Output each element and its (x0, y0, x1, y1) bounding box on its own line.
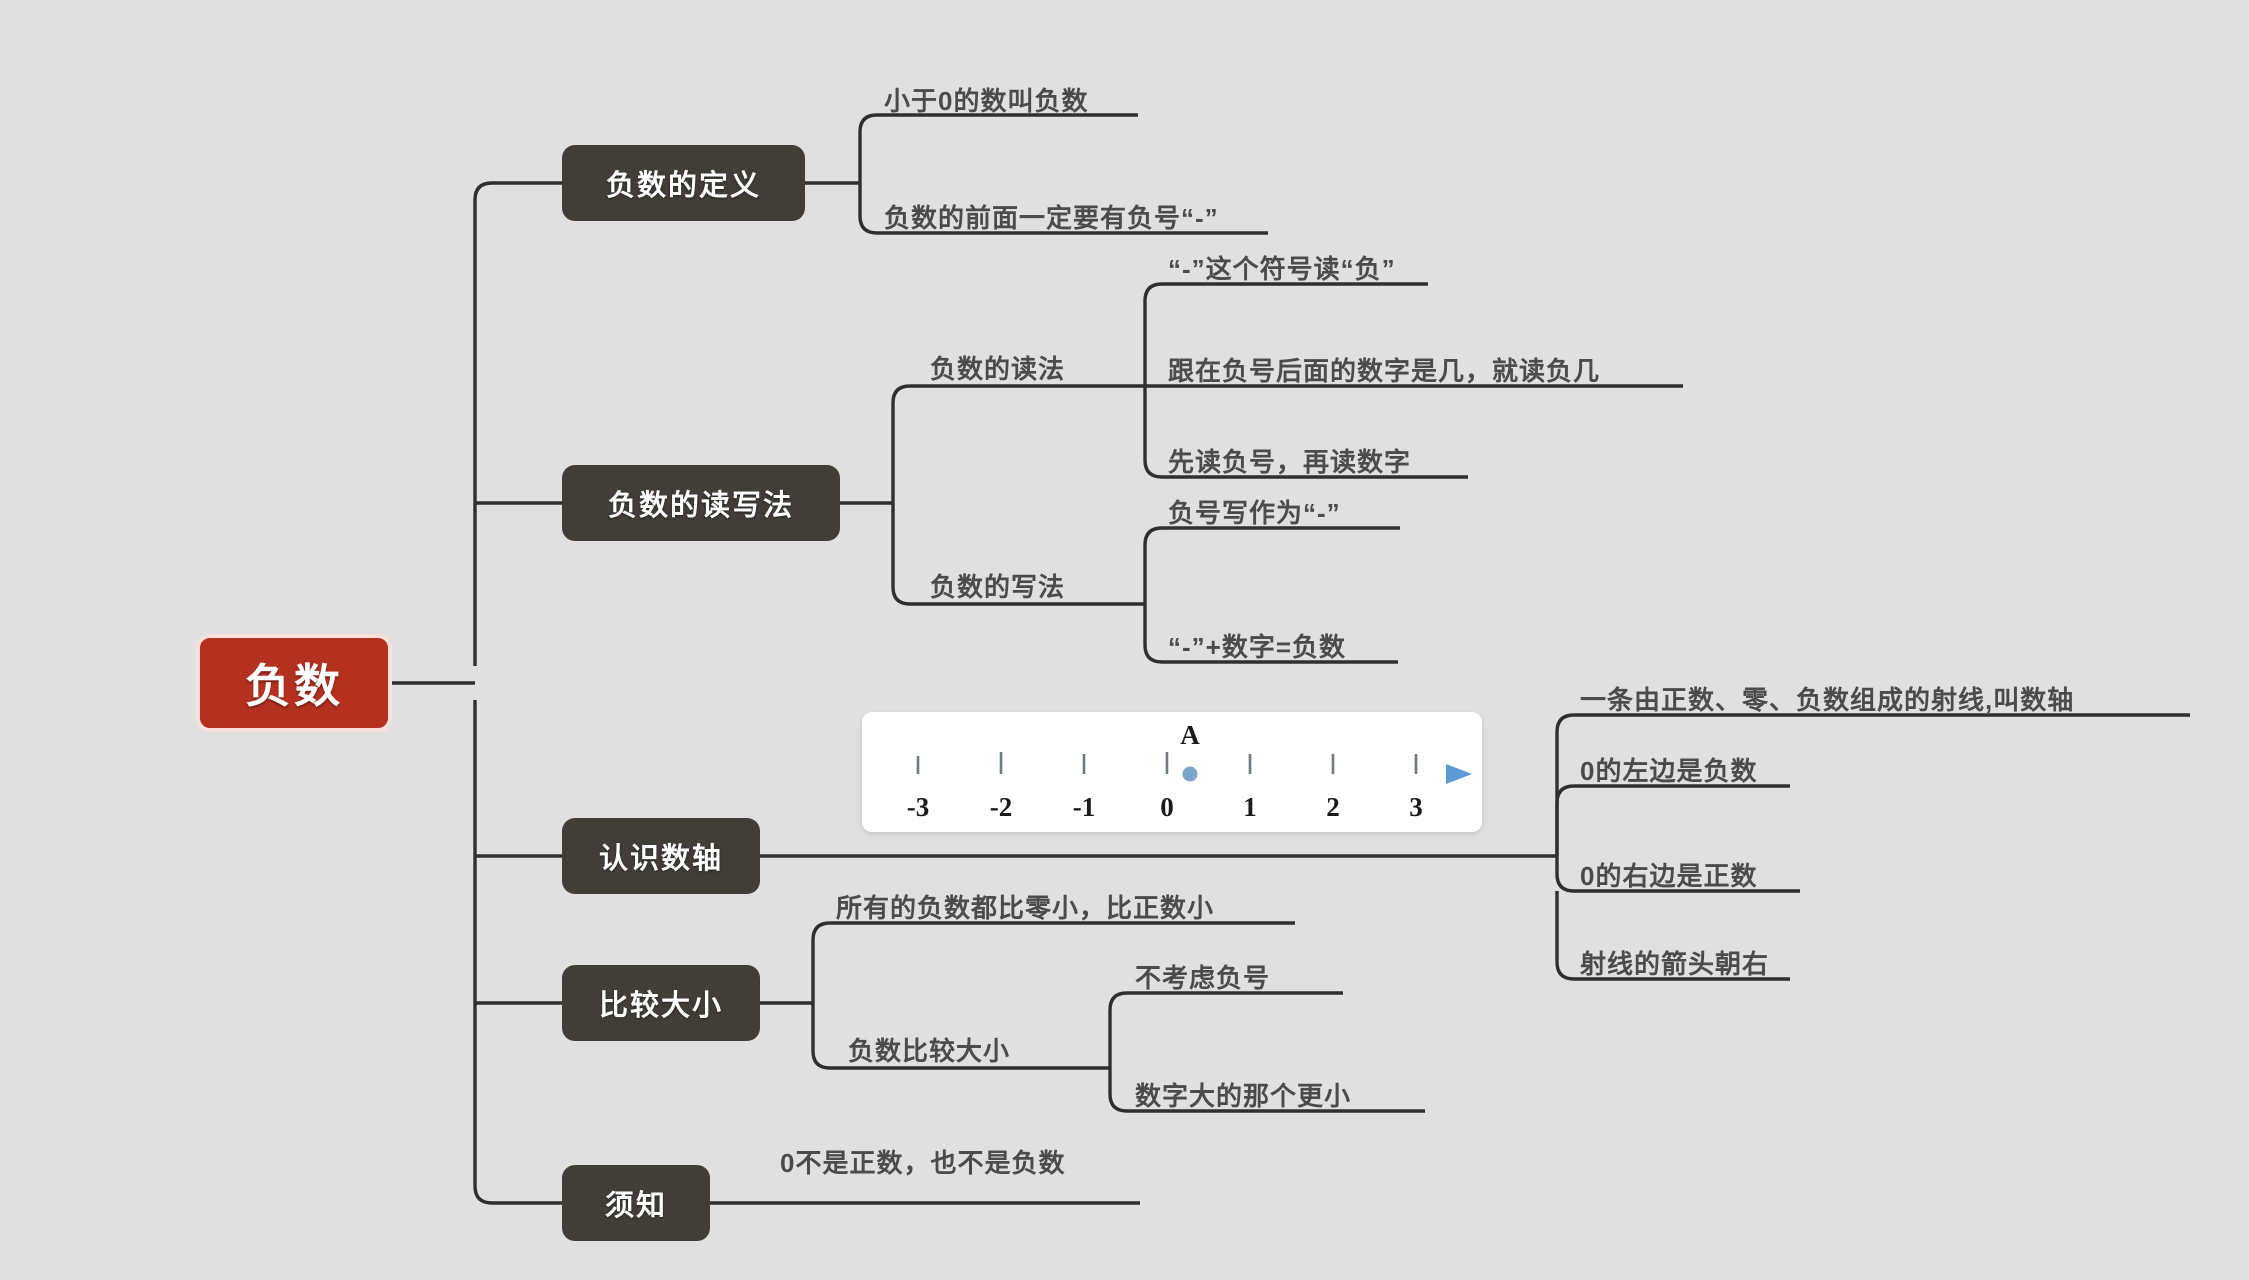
connector-to-definition (473, 181, 562, 201)
connector-negcompare-leaf1 (1108, 991, 1343, 1011)
branch-node-number-axis[interactable]: 认识数轴 (562, 818, 760, 894)
root-node[interactable]: 负数 (196, 634, 392, 732)
point-a-label: A (1180, 720, 1200, 750)
point-a-marker (1182, 766, 1198, 782)
tick-label--2: -2 (990, 792, 1013, 822)
leaf-compare-1[interactable]: 所有的负数都比零小，比正数小 (836, 893, 1215, 923)
leaf-axis-3[interactable]: 0的右边是正数 (1580, 861, 1758, 891)
leaf-axis-2[interactable]: 0的左边是负数 (1580, 756, 1758, 786)
leaf-reading-2[interactable]: 跟在负号后面的数字是几，就读负几 (1168, 356, 1601, 386)
connector-readwrite-sub1-elbow (891, 384, 930, 404)
connector-readwrite-sub2-elbow (891, 503, 930, 606)
tick-label--1: -1 (1073, 792, 1096, 822)
leaf-reading-1[interactable]: “-”这个符号读“负” (1168, 254, 1396, 284)
branch-label-notes: 须知 (604, 1190, 667, 1222)
connector-writing-leaf1 (1143, 526, 1400, 546)
sub-node-neg-compare[interactable]: 负数比较大小 (848, 1036, 1011, 1066)
branch-label-number-axis: 认识数轴 (598, 843, 723, 875)
branch-label-definition: 负数的定义 (605, 170, 761, 202)
connector-definition-leaf1 (858, 113, 1138, 133)
sub-node-reading[interactable]: 负数的读法 (930, 354, 1066, 384)
sub-node-writing[interactable]: 负数的写法 (930, 572, 1066, 602)
axis-ticks (916, 752, 1418, 774)
leaf-definition-1[interactable]: 小于0的数叫负数 (884, 86, 1089, 116)
connector-axis-leaf2 (1555, 784, 1790, 856)
branch-node-compare[interactable]: 比较大小 (562, 965, 760, 1041)
leaf-writing-1[interactable]: 负号写作为“-” (1168, 498, 1341, 528)
number-line-image-card: A -3 -2 -1 0 1 2 3 (862, 712, 1482, 832)
branch-node-definition[interactable]: 负数的定义 (562, 145, 805, 221)
leaf-definition-2[interactable]: 负数的前面一定要有负号“-” (884, 203, 1219, 233)
tick-label-1: 1 (1243, 792, 1257, 822)
number-line-diagram: A -3 -2 -1 0 1 2 3 (876, 720, 1472, 822)
connector-reading-leaf1 (1143, 282, 1428, 302)
leaf-neg-compare-2[interactable]: 数字大的那个更小 (1135, 1081, 1352, 1111)
branch-node-read-write[interactable]: 负数的读写法 (562, 465, 840, 541)
axis-arrow-icon (1446, 764, 1472, 784)
connector-to-notes (473, 1185, 562, 1205)
leaf-notes-1[interactable]: 0不是正数，也不是负数 (780, 1148, 1066, 1178)
connector-compare-leaf1 (811, 921, 1295, 941)
branch-label-read-write: 负数的读写法 (607, 490, 794, 522)
leaf-axis-4[interactable]: 射线的箭头朝右 (1580, 949, 1770, 979)
leaf-axis-1[interactable]: 一条由正数、零、负数组成的射线,叫数轴 (1580, 685, 2075, 715)
leaf-neg-compare-1[interactable]: 不考虑负号 (1135, 963, 1271, 993)
leaf-writing-2[interactable]: “-”+数字=负数 (1168, 632, 1347, 662)
branch-node-notes[interactable]: 须知 (562, 1165, 710, 1241)
connector-axis-leaf1 (1555, 713, 2190, 733)
root-node-label: 负数 (245, 660, 343, 712)
tick-label-3: 3 (1409, 792, 1423, 822)
tick-label-2: 2 (1326, 792, 1340, 822)
tick-label-0: 0 (1160, 792, 1174, 822)
tick-label--3: -3 (907, 792, 930, 822)
branch-label-compare: 比较大小 (598, 990, 723, 1022)
leaf-reading-3[interactable]: 先读负号，再读数字 (1168, 447, 1412, 477)
